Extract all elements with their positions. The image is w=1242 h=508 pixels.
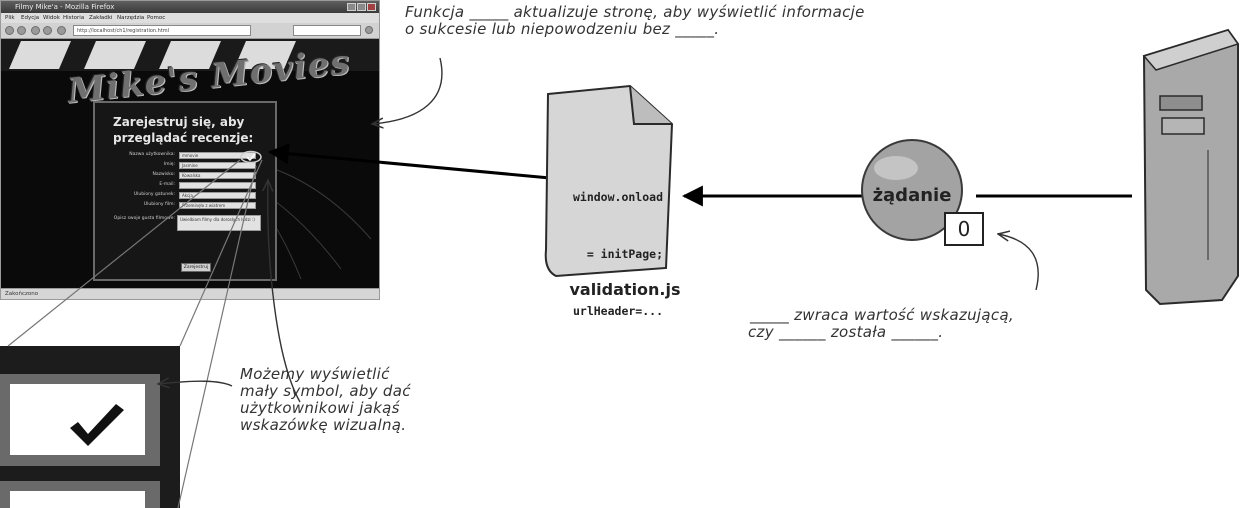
menu-item-bookmarks[interactable]: Zakładki bbox=[89, 15, 113, 21]
zoom-line bbox=[179, 159, 263, 347]
maximize-icon[interactable] bbox=[357, 3, 366, 11]
status-bar: Zakończono bbox=[1, 288, 379, 299]
annotation-line: mały symbol, aby dać bbox=[240, 382, 411, 400]
field-label: Opisz swoje gusta filmowe: bbox=[113, 216, 175, 221]
annotation-top: Funkcja _____ aktualizuje stronę, aby wy… bbox=[405, 4, 965, 38]
menu-bar: Plik Edycja Widok Historia Zakładki Narz… bbox=[1, 13, 379, 23]
arrow-js-to-page bbox=[267, 143, 551, 180]
home-icon[interactable] bbox=[57, 26, 66, 35]
minimize-icon[interactable] bbox=[347, 3, 356, 11]
page-viewport: Mike's Movies Zarejestruj się, aby przeg… bbox=[1, 39, 379, 288]
menu-item-history[interactable]: Historia bbox=[63, 15, 85, 21]
code-line: window.onload bbox=[572, 190, 663, 204]
request-label: żądanie bbox=[872, 185, 952, 206]
zoom-input-field bbox=[10, 491, 145, 508]
pointer-top-note bbox=[372, 57, 443, 124]
annotation-line: o sukcesie lub niepowodzeniu bez _____. bbox=[405, 20, 720, 38]
genre-select[interactable]: Akcja bbox=[179, 192, 256, 199]
film-background bbox=[1, 39, 379, 280]
forward-icon[interactable] bbox=[17, 26, 26, 35]
first-name-field[interactable]: Jasmine bbox=[179, 162, 256, 169]
window-title: Filmy Mike'a - Mozilla Firefox bbox=[15, 3, 115, 11]
status-text: Zakończono bbox=[5, 291, 39, 297]
document-label: validation.js bbox=[569, 280, 681, 299]
annotation-right: _____ zwraca wartość wskazującą, czy ___… bbox=[748, 307, 1128, 341]
menu-item-help[interactable]: Pomoc bbox=[147, 15, 166, 21]
js-code-snippet: window.onload = initPage; urlHeader=... bbox=[553, 150, 663, 340]
reload-icon[interactable] bbox=[31, 26, 40, 35]
field-label: Nazwisko: bbox=[152, 172, 175, 177]
email-field[interactable] bbox=[179, 182, 256, 189]
code-line: = initPage; bbox=[586, 247, 663, 261]
request-ball-icon bbox=[861, 139, 963, 241]
pointer-right-note bbox=[998, 234, 1039, 291]
zoom-line bbox=[177, 165, 257, 508]
zoom-inset bbox=[0, 346, 180, 508]
heading-line-1: Zarejestruj się, aby bbox=[113, 115, 245, 129]
window-titlebar: Filmy Mike'a - Mozilla Firefox bbox=[1, 1, 379, 13]
search-icon[interactable] bbox=[365, 26, 373, 34]
menu-item-tools[interactable]: Narzędzia bbox=[117, 15, 145, 21]
address-url: http://localhost/ch1/registration.html bbox=[77, 28, 170, 34]
browser-screenshot: Filmy Mike'a - Mozilla Firefox Plik Edyc… bbox=[0, 0, 380, 300]
back-icon[interactable] bbox=[5, 26, 14, 35]
username-field[interactable]: mmovie bbox=[179, 152, 256, 159]
menu-item-file[interactable]: Plik bbox=[5, 15, 15, 21]
annotation-line: wskazówkę wizualną. bbox=[240, 416, 407, 434]
field-label: Ulubiony film: bbox=[143, 202, 175, 207]
registration-panel bbox=[93, 101, 277, 281]
checkmark-icon bbox=[70, 404, 124, 446]
server-icon bbox=[1142, 28, 1240, 306]
annotation-line: czy ______ została ______. bbox=[748, 323, 944, 341]
registration-heading: Zarejestruj się, aby przeglądać recenzje… bbox=[113, 114, 263, 146]
annotation-line: użytkownikowi jakąś bbox=[240, 399, 400, 417]
checkmark-icon bbox=[240, 150, 262, 164]
stop-icon[interactable] bbox=[43, 26, 52, 35]
menu-item-edit[interactable]: Edycja bbox=[21, 15, 40, 21]
tastes-textarea[interactable]: Uwielbiam filmy dla dorosłych ludzi :) bbox=[177, 215, 261, 231]
field-label: E-mail: bbox=[159, 182, 175, 187]
favorite-movie-field[interactable]: Przeminęło z wiatrem bbox=[179, 202, 256, 209]
ready-state-value: 0 bbox=[944, 212, 984, 246]
address-bar[interactable]: http://localhost/ch1/registration.html bbox=[73, 25, 251, 36]
pointer-left-note bbox=[158, 381, 233, 386]
pointer-left-note-to-page bbox=[268, 180, 301, 403]
zoom-input-field bbox=[10, 384, 145, 455]
zoom-line bbox=[7, 159, 241, 347]
annotation-line: Funkcja _____ aktualizuje stronę, aby wy… bbox=[405, 3, 865, 21]
navigation-toolbar: http://localhost/ch1/registration.html bbox=[1, 23, 379, 39]
code-line: urlHeader=... bbox=[572, 304, 663, 318]
annotation-line: Możemy wyświetlić bbox=[240, 365, 390, 383]
search-input[interactable] bbox=[293, 25, 361, 36]
heading-line-2: przeglądać recenzje: bbox=[113, 131, 254, 145]
close-icon[interactable] bbox=[367, 3, 376, 11]
annotation-left: Możemy wyświetlić mały symbol, aby dać u… bbox=[240, 366, 460, 434]
register-button[interactable]: Zarejestruj bbox=[181, 263, 211, 272]
document-icon bbox=[544, 84, 674, 278]
menu-item-view[interactable]: Widok bbox=[43, 15, 60, 21]
field-label: Imię: bbox=[163, 162, 175, 167]
field-label: Ulubiony gatunek: bbox=[133, 192, 175, 197]
field-label: Nazwa użytkownika: bbox=[129, 152, 175, 157]
annotation-line: _____ zwraca wartość wskazującą, bbox=[750, 306, 1014, 324]
